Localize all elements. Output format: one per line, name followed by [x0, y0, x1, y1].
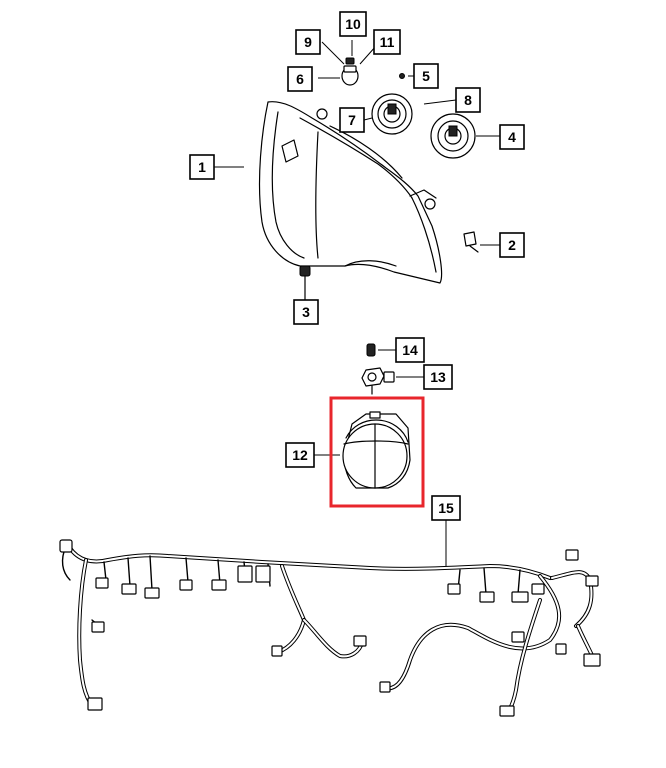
callout-9[interactable]: 9: [295, 29, 321, 55]
callout-11[interactable]: 11: [373, 29, 401, 55]
callout-14[interactable]: 14: [395, 337, 425, 363]
headlamp-assembly[interactable]: [258, 101, 443, 301]
bulb-10[interactable]: [345, 40, 355, 65]
highlight-box: [329, 396, 425, 508]
wiring-harness[interactable]: [59, 520, 601, 717]
callout-10[interactable]: 10: [339, 11, 367, 37]
fog-bulb-14[interactable]: [366, 343, 396, 357]
callout-label: 1: [198, 159, 206, 175]
callout-3[interactable]: 3: [293, 299, 319, 325]
cap-7[interactable]: [363, 93, 457, 135]
callout-15[interactable]: 15: [431, 495, 461, 521]
callout-7[interactable]: 7: [339, 107, 365, 133]
callout-label: 9: [304, 34, 312, 50]
callout-label: 2: [508, 237, 516, 253]
callout-label: 6: [296, 71, 304, 87]
callout-label: 3: [302, 304, 310, 320]
callout-1[interactable]: 1: [189, 154, 215, 180]
callout-8[interactable]: 8: [455, 87, 481, 113]
bulb-socket-6[interactable]: [318, 65, 359, 86]
callout-label: 4: [508, 129, 516, 145]
callout-5[interactable]: 5: [413, 63, 439, 89]
callout-label: 7: [348, 112, 356, 128]
screw-2[interactable]: [463, 231, 500, 253]
callout-label: 12: [292, 447, 308, 463]
fog-lamp[interactable]: [342, 411, 411, 489]
callout-6[interactable]: 6: [287, 66, 313, 92]
callout-13[interactable]: 13: [423, 364, 453, 390]
callout-label: 5: [422, 68, 430, 84]
clip-5[interactable]: [399, 73, 415, 79]
callout-label: 10: [345, 16, 361, 32]
fog-bulb-socket-13[interactable]: [361, 367, 424, 395]
callout-4[interactable]: 4: [499, 124, 525, 150]
callout-label: 13: [430, 369, 446, 385]
callout-label: 15: [438, 500, 454, 516]
cap-4[interactable]: [430, 113, 500, 159]
callout-label: 14: [402, 342, 418, 358]
callout-label: 11: [380, 34, 395, 50]
callout-label: 8: [464, 92, 472, 108]
callout-12[interactable]: 12: [285, 442, 315, 468]
callout-2[interactable]: 2: [499, 232, 525, 258]
